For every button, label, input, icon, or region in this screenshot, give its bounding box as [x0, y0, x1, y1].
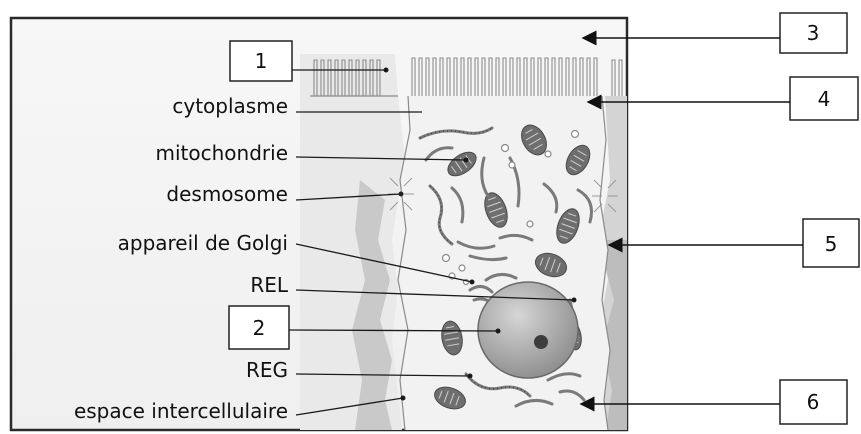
label-mitochondrie: mitochondrie: [156, 141, 288, 165]
label-cytoplasme: cytoplasme: [172, 94, 288, 118]
svg-text:3: 3: [807, 21, 820, 45]
svg-text:2: 2: [253, 316, 266, 340]
svg-text:5: 5: [825, 232, 838, 256]
box-6: 6: [780, 380, 847, 424]
box-1: 1: [230, 41, 292, 81]
box-5: 5: [803, 219, 859, 267]
nucleus: [478, 282, 578, 378]
leader-box-1-dot: [384, 68, 389, 73]
label-desmosome: desmosome: [166, 182, 288, 206]
label-reg: REG: [246, 358, 288, 382]
label-rel: REL: [250, 273, 289, 297]
label-espace-intercellulaire: espace intercellulaire: [74, 399, 288, 423]
label-golgi: appareil de Golgi: [118, 231, 288, 255]
svg-text:4: 4: [818, 87, 831, 111]
leader-box-2-dot: [496, 329, 501, 334]
svg-text:1: 1: [255, 49, 268, 73]
box-4: 4: [790, 77, 858, 120]
nucleolus: [534, 335, 548, 349]
box-2: 2: [229, 306, 289, 349]
box-3: 3: [780, 13, 847, 53]
svg-text:6: 6: [807, 390, 820, 414]
